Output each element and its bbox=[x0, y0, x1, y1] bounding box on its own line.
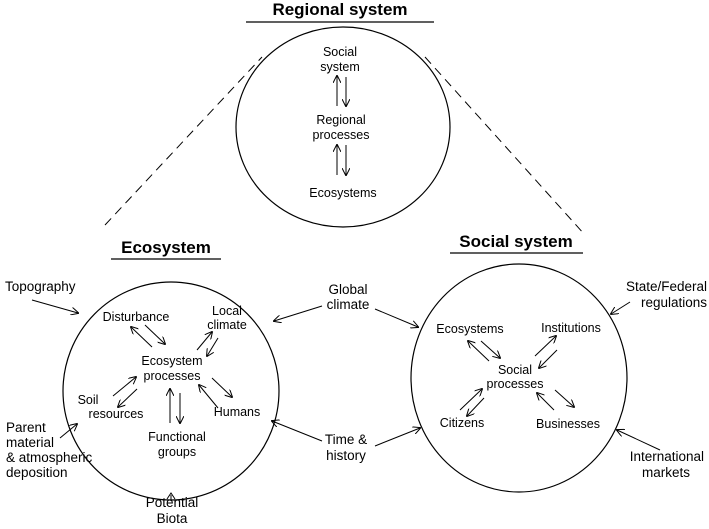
ecosystem-processes-label: Ecosystem bbox=[141, 354, 202, 368]
ecosystem-title: Ecosystem bbox=[121, 238, 211, 257]
arrow bbox=[131, 327, 153, 348]
functional-groups-label: groups bbox=[158, 445, 196, 459]
arrow bbox=[374, 428, 420, 447]
soil-resources-label: resources bbox=[89, 407, 144, 421]
local-climate-label: Local bbox=[212, 304, 242, 318]
arrow bbox=[31, 299, 78, 313]
arrowhead bbox=[166, 492, 176, 500]
regional-social-label: Social bbox=[323, 45, 357, 59]
time-history-label: Time & bbox=[325, 432, 367, 447]
arrow bbox=[459, 389, 482, 411]
citizens-label: Citizens bbox=[440, 416, 484, 430]
external-drivers: Topography Parent material & atmospheric… bbox=[5, 279, 707, 526]
social-ecosystems-label: Ecosystems bbox=[436, 322, 503, 336]
functional-groups-label: Functional bbox=[148, 430, 206, 444]
regional-system-title: Regional system bbox=[272, 0, 407, 19]
local-climate-label: climate bbox=[207, 318, 247, 332]
arrow bbox=[59, 424, 77, 439]
regional-system: Regional system Social system Regional p… bbox=[235, 0, 451, 228]
arrow bbox=[112, 377, 136, 397]
arrow bbox=[374, 308, 418, 327]
social-system-title: Social system bbox=[459, 232, 572, 251]
arrow bbox=[199, 385, 219, 409]
global-climate-label: climate bbox=[327, 297, 370, 312]
soil-resources-label: Soil bbox=[78, 393, 99, 407]
arrow bbox=[274, 305, 323, 321]
arrow bbox=[118, 388, 138, 407]
parent-material-label: material bbox=[6, 435, 54, 450]
arrow bbox=[272, 421, 323, 442]
parent-material-label: deposition bbox=[6, 465, 68, 480]
state-federal-label: State/Federal bbox=[626, 279, 707, 294]
social-system: Social system Ecosystems Institutions So… bbox=[410, 232, 628, 493]
arrow bbox=[534, 336, 556, 357]
potential-biota-label: Potential bbox=[146, 495, 199, 510]
ecosystem: Ecosystem Disturbance Local climate Ecos… bbox=[62, 238, 280, 501]
businesses-label: Businesses bbox=[536, 417, 600, 431]
regional-circle bbox=[235, 26, 451, 228]
arrow bbox=[196, 332, 212, 351]
arrow bbox=[144, 324, 165, 344]
time-history-label: history bbox=[326, 448, 366, 463]
arrow bbox=[480, 340, 500, 358]
regional-processes-label: Regional bbox=[316, 113, 365, 127]
regional-ecosystems-label: Ecosystems bbox=[309, 186, 376, 200]
arrow bbox=[537, 393, 555, 411]
arrow bbox=[467, 397, 485, 416]
social-circle bbox=[410, 263, 628, 493]
humans-label: Humans bbox=[214, 405, 261, 419]
international-markets-label: markets bbox=[642, 465, 690, 480]
social-processes-label: Social bbox=[498, 363, 532, 377]
arrow bbox=[211, 377, 232, 397]
arrow bbox=[611, 301, 631, 314]
parent-material-label: Parent bbox=[6, 420, 46, 435]
regional-processes-label: processes bbox=[313, 128, 370, 142]
disturbance-label: Disturbance bbox=[103, 310, 170, 324]
arrow bbox=[468, 341, 490, 362]
arrow bbox=[554, 389, 574, 407]
topography-label: Topography bbox=[5, 279, 76, 294]
arrow bbox=[539, 349, 558, 368]
international-markets-label: International bbox=[630, 449, 704, 464]
ecosystem-circle bbox=[62, 281, 280, 501]
dashed-connector-right bbox=[424, 56, 586, 236]
institutions-label: Institutions bbox=[541, 321, 601, 335]
social-processes-label: processes bbox=[487, 377, 544, 391]
regional-social-label: system bbox=[320, 60, 360, 74]
dashed-connector-left bbox=[104, 56, 263, 226]
parent-material-label: & atmospheric bbox=[6, 450, 93, 465]
arrow bbox=[617, 430, 661, 451]
arrow bbox=[207, 337, 219, 356]
state-federal-label: regulations bbox=[641, 295, 707, 310]
ecosystem-processes-label: processes bbox=[144, 369, 201, 383]
potential-biota-label: Biota bbox=[157, 511, 188, 526]
global-climate-label: Global bbox=[328, 282, 367, 297]
